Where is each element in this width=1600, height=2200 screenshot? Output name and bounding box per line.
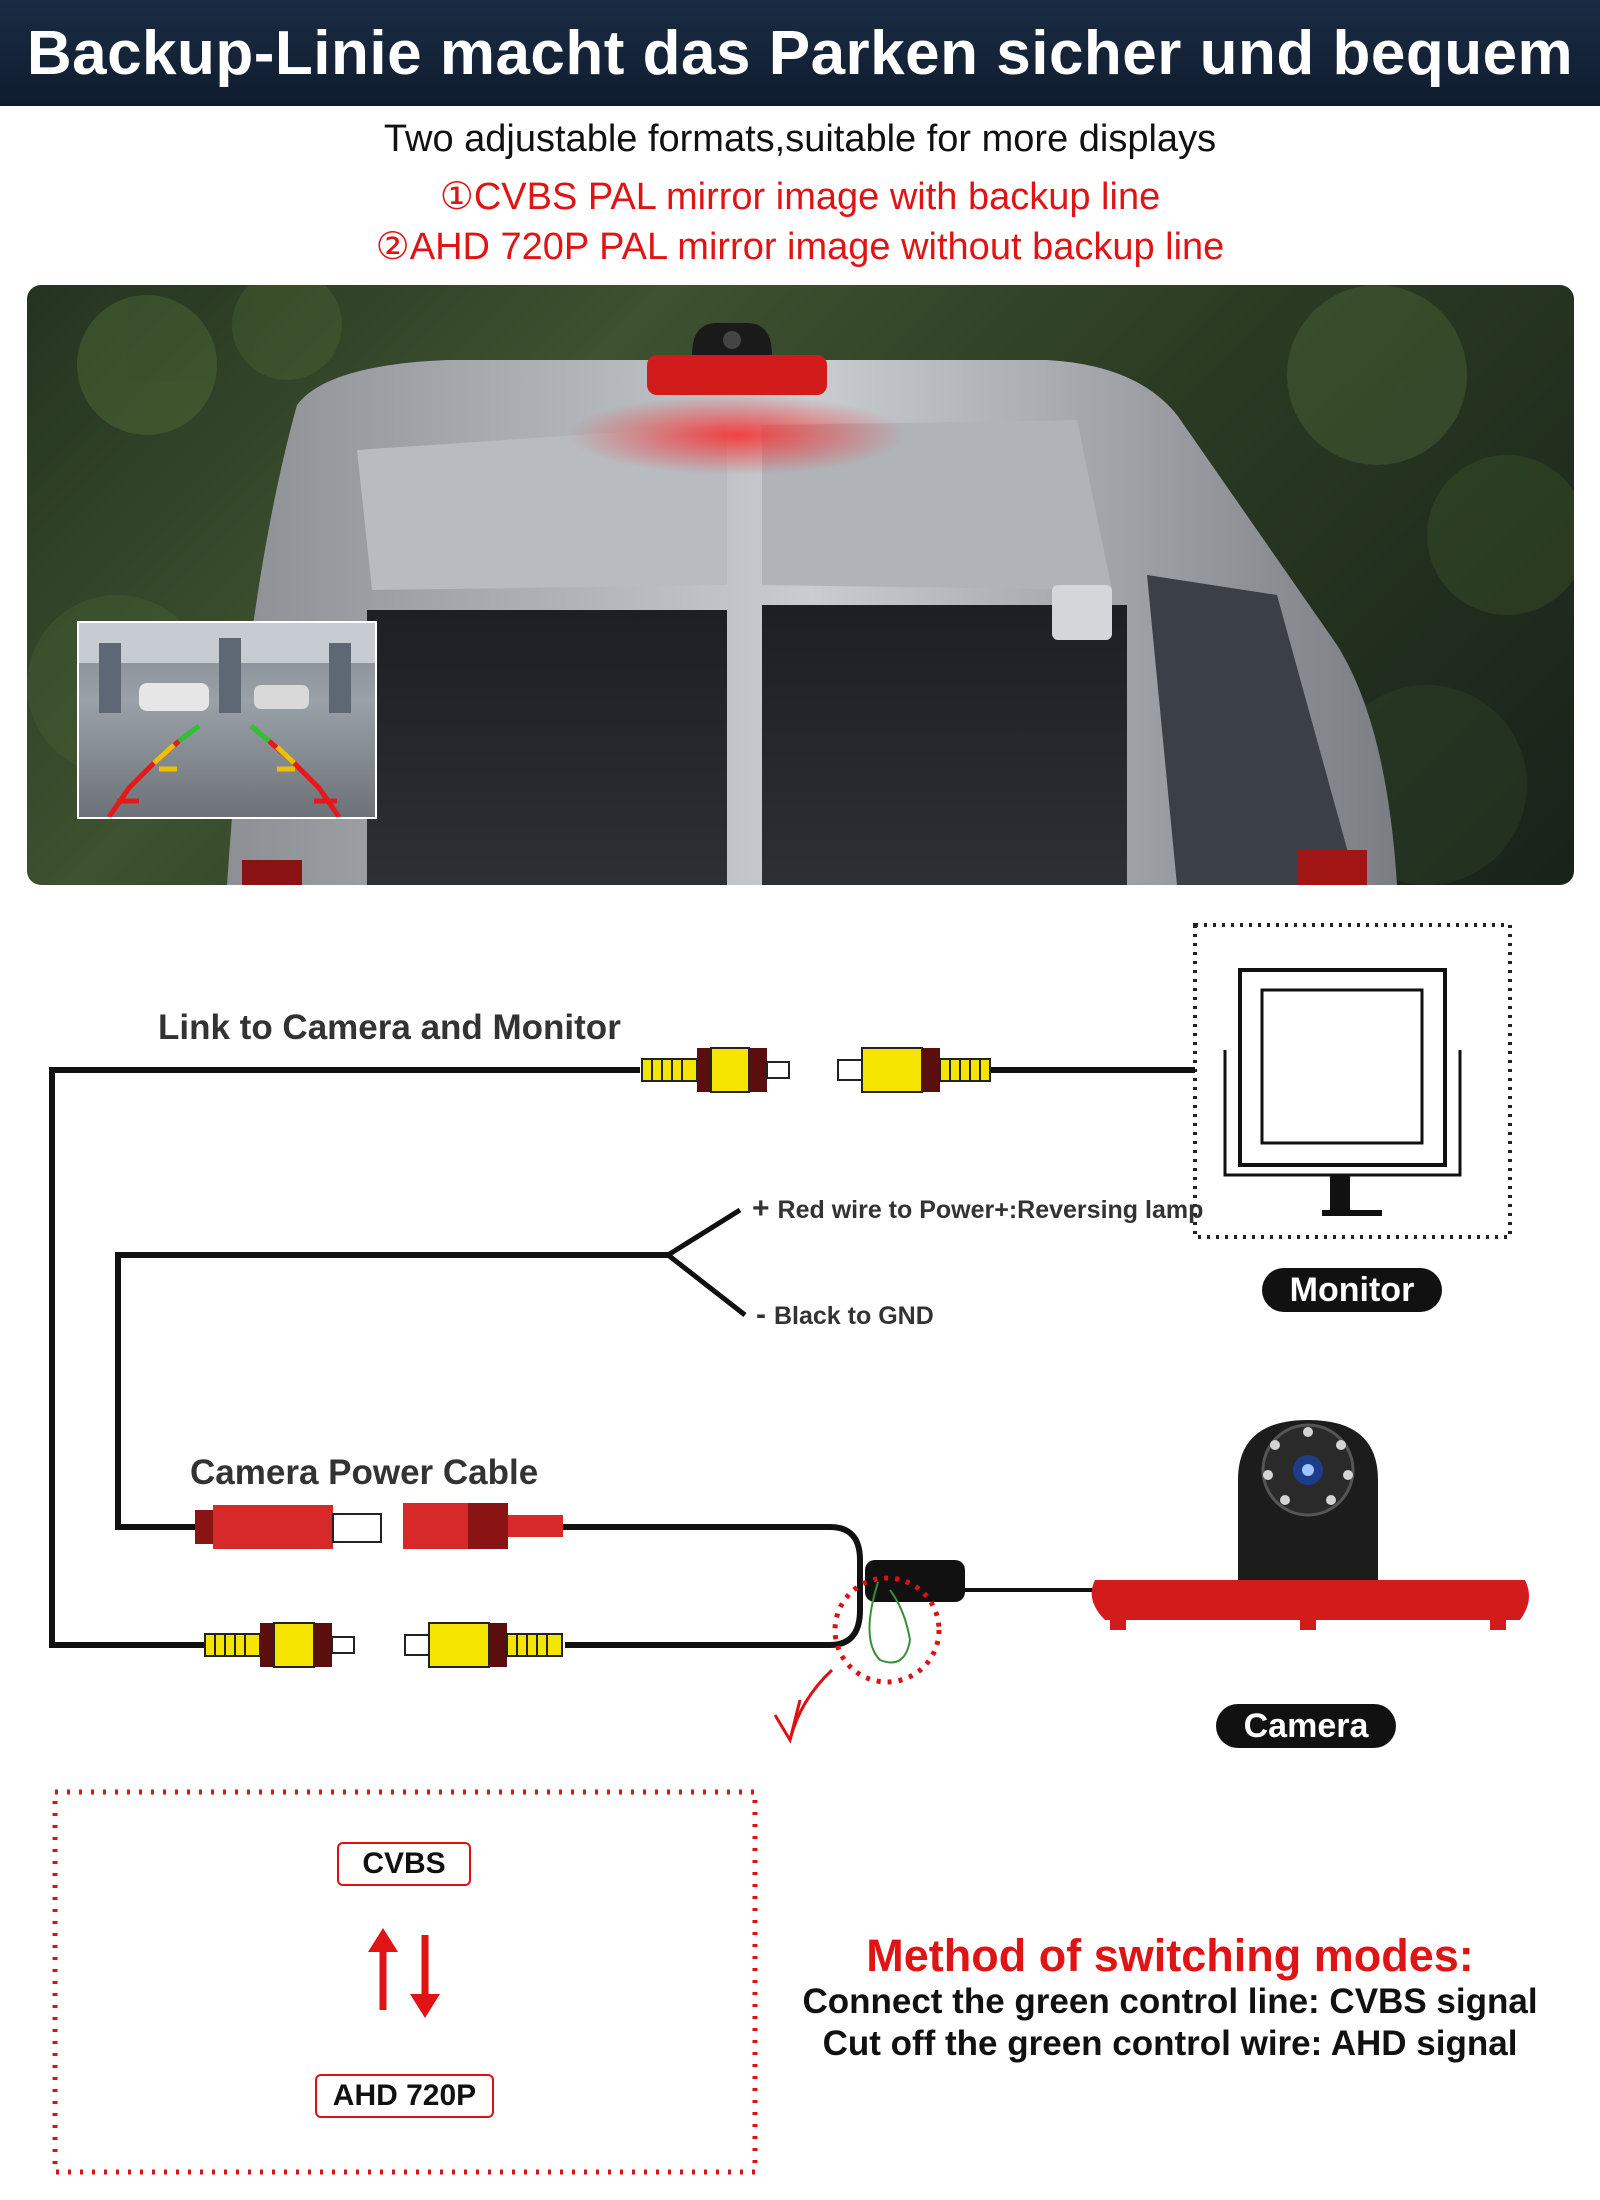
camera-cable-loop: [563, 1524, 863, 1648]
link-cable-label: Link to Camera and Monitor: [158, 1008, 621, 1047]
power-cable-label: Camera Power Cable: [190, 1453, 539, 1492]
control-wire-highlight: [832, 1575, 942, 1685]
monitor-label: Monitor: [1262, 1268, 1442, 1312]
mode-line-ahd: ②AHD 720P PAL mirror image without backu…: [375, 226, 1225, 268]
van-illustration: [27, 285, 1574, 885]
power-plug-icon: [195, 1505, 382, 1549]
backup-camera-brakelight-icon: [647, 355, 827, 395]
black-wire-label: -Black to GND: [756, 1298, 934, 1332]
rca-plug-icon: [641, 1047, 790, 1093]
rca-socket-bottom-icon: [404, 1622, 563, 1668]
van-rear-photo: [27, 285, 1574, 885]
parking-view-inset: [77, 621, 377, 819]
monitor-icon: [1223, 968, 1462, 1216]
power-cable: [115, 1252, 668, 1530]
black-wire-text: Black to GND: [774, 1302, 934, 1330]
cvbs-mode-box: CVBS: [337, 1842, 471, 1886]
method-title: Method of switching modes:: [866, 1930, 1474, 1981]
rca-socket-icon: [837, 1047, 991, 1093]
rca-plug-bottom-icon: [204, 1622, 355, 1668]
camera-label: Camera: [1216, 1704, 1396, 1748]
plus-sign: +: [752, 1192, 770, 1225]
method-line-connect: Connect the green control line: CVBS sig…: [802, 1982, 1538, 2021]
page-title: Backup-Linie macht das Parken sicher und…: [26, 18, 1574, 88]
red-wire-text: Red wire to Power+:Reversing lamp: [777, 1196, 1204, 1224]
junction-box: [865, 1560, 965, 1602]
video-cable-left: [49, 1067, 640, 1648]
subtitle: Two adjustable formats,suitable for more…: [383, 118, 1217, 160]
method-line-cut: Cut off the green control wire: AHD sign…: [822, 2024, 1518, 2063]
camera-unit-icon: [1091, 1420, 1529, 1630]
title-banner: Backup-Linie macht das Parken sicher und…: [0, 0, 1600, 106]
monitor-frame: [1193, 923, 1512, 1239]
red-wire-label: +Red wire to Power+:Reversing lamp: [752, 1192, 1203, 1226]
mode-switch-panel: [52, 1789, 758, 2175]
switch-arrows-icon: [368, 1928, 440, 2018]
mode-line-cvbs: ①CVBS PAL mirror image with backup line: [439, 176, 1161, 218]
power-socket-icon: [403, 1503, 563, 1549]
green-control-wire: [868, 1581, 912, 1664]
backup-line-preview: [79, 623, 375, 817]
minus-sign: -: [756, 1298, 766, 1331]
ahd-mode-box: AHD 720P: [315, 2074, 494, 2118]
